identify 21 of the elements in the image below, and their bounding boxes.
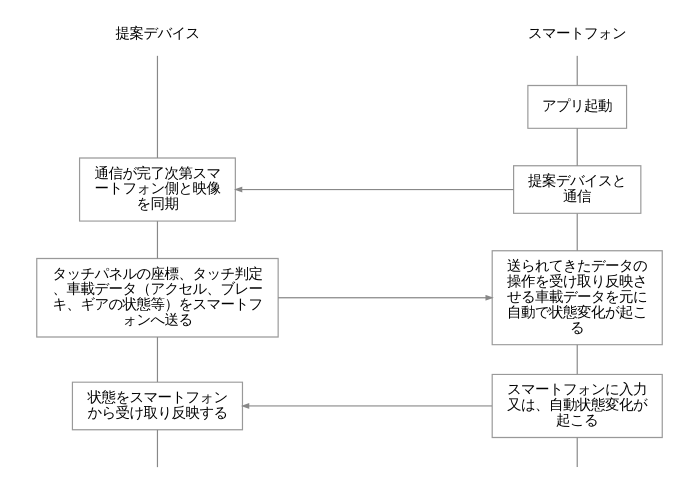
connector: [576, 56, 578, 86]
node-box: アプリ起動: [526, 84, 627, 129]
connector: [576, 214, 578, 251]
connector: [576, 344, 578, 374]
connector: [156, 430, 158, 468]
connector: [156, 56, 158, 158]
node-box: 状態をスマートフォンから受け取り反映する: [71, 382, 243, 430]
connector: [156, 221, 158, 258]
connector: [156, 337, 158, 382]
node-box: スマートフォンに入力又は、自動状態変化が起こる: [491, 374, 662, 438]
node-box: タッチパネルの座標、タッチ判定、車載データ（アクセル、ブレーキ、ギアの状態等）をスマートフォンへ送る: [36, 258, 278, 338]
connector: [576, 438, 578, 468]
node-text: スマートフォン: [528, 26, 626, 42]
connector: [576, 128, 578, 166]
node-box: 通信が完了次第スマートフォン側と映像を同期: [78, 157, 236, 222]
node-box: 提案デバイスと通信: [512, 165, 641, 214]
arrow: [233, 186, 514, 192]
node-box: 送られてきたデータの操作を受け取り反映させる車載データを元に自動で状態変化が起こる: [491, 250, 662, 346]
arrow: [240, 403, 492, 409]
arrow: [278, 294, 494, 301]
node-text: 提案デバイス: [114, 26, 199, 42]
